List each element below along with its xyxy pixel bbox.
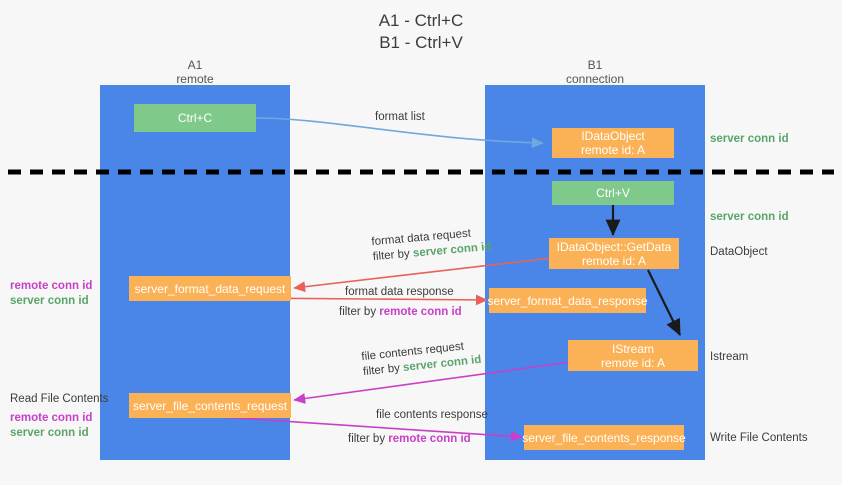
left-label-remote-conn-id-2: remote conn id — [10, 412, 93, 424]
box-server-file-contents-response-label: server_file_contents_response — [522, 430, 686, 445]
box-server-format-data-request[interactable]: server_format_data_request — [129, 276, 291, 301]
lane-a1-name: A1 — [187, 58, 203, 72]
edge-label-format-list-text: format list — [375, 111, 425, 123]
edge-format-data-response-filter-value: remote conn id — [379, 306, 462, 318]
lane-a1-sub: remote — [176, 72, 214, 86]
title-line-1: A1 - Ctrl+C — [378, 11, 464, 30]
lane-header-b1: B1 connection — [535, 58, 655, 86]
edge-label-format-list: format list — [375, 110, 425, 125]
edge-label-format-data-response: format data response filter by remote co… — [339, 285, 462, 320]
left-label-server-conn-id-1: server conn id — [10, 295, 89, 307]
box-server-format-data-response[interactable]: server_format_data_response — [487, 288, 648, 313]
right-label-server-conn-id-2: server conn id — [710, 211, 789, 223]
edge-file-contents-response-filter-prefix: filter by — [348, 433, 389, 445]
lane-header-a1: A1 remote — [135, 58, 255, 86]
edge-file-contents-response-filter: filter by remote conn id — [348, 432, 488, 447]
box-idataobject-getdata[interactable]: IDataObject::GetData remote id: A — [549, 238, 679, 269]
box-getdata-line1: IDataObject::GetData — [556, 239, 672, 254]
edge-file-contents-response-filter-value: remote conn id — [388, 433, 471, 445]
box-idataobject-line2: remote id: A — [580, 143, 646, 157]
box-server-file-contents-response[interactable]: server_file_contents_response — [522, 425, 686, 450]
box-server-format-data-request-label: server_format_data_request — [134, 281, 286, 296]
box-server-format-data-response-label: server_format_data_response — [487, 293, 648, 308]
box-istream-line1: IStream — [611, 341, 654, 356]
right-label-write-file-contents: Write File Contents — [710, 432, 808, 444]
box-ctrl-c-label: Ctrl+C — [177, 111, 213, 125]
lane-b1-sub: connection — [565, 72, 625, 86]
edge-format-data-response-title: format data response — [345, 286, 454, 298]
box-server-file-contents-request-label: server_file_contents_request — [132, 398, 288, 413]
box-istream[interactable]: IStream remote id: A — [568, 340, 698, 371]
right-label-istream: Istream — [710, 351, 749, 363]
box-ctrl-v[interactable]: Ctrl+V — [552, 181, 674, 205]
edge-format-data-response-filter-prefix: filter by — [339, 306, 380, 318]
edge-label-file-contents-response: file contents response filter by remote … — [348, 408, 488, 447]
edge-label-format-data-request: format data request filter by server con… — [371, 225, 492, 265]
lane-b1-name: B1 — [587, 58, 603, 72]
page-title: A1 - Ctrl+C B1 - Ctrl+V — [0, 10, 842, 54]
edge-label-file-contents-request: file contents request filter by server c… — [361, 338, 482, 380]
title-line-2: B1 - Ctrl+V — [379, 33, 463, 52]
box-istream-line2: remote id: A — [600, 355, 666, 370]
left-label-remote-conn-id-1: remote conn id — [10, 280, 93, 292]
edge-format-data-request-filter-prefix: filter by — [372, 247, 414, 264]
left-label-read-file-contents: Read File Contents — [10, 393, 109, 405]
box-ctrl-c[interactable]: Ctrl+C — [134, 104, 256, 132]
left-label-server-conn-id-2: server conn id — [10, 427, 89, 439]
edge-file-contents-response-title: file contents response — [376, 409, 488, 421]
box-ctrl-v-label: Ctrl+V — [596, 186, 630, 200]
edge-file-contents-request-filter-prefix: filter by — [362, 361, 404, 379]
right-label-dataobject: DataObject — [710, 246, 768, 258]
edge-format-data-response-filter: filter by remote conn id — [339, 305, 462, 320]
right-label-server-conn-id-1: server conn id — [710, 133, 789, 145]
box-idataobject[interactable]: IDataObject remote id: A — [552, 128, 674, 158]
box-getdata-line2: remote id: A — [581, 253, 647, 268]
box-server-file-contents-request[interactable]: server_file_contents_request — [129, 393, 291, 418]
box-idataobject-line1: IDataObject — [581, 129, 645, 143]
